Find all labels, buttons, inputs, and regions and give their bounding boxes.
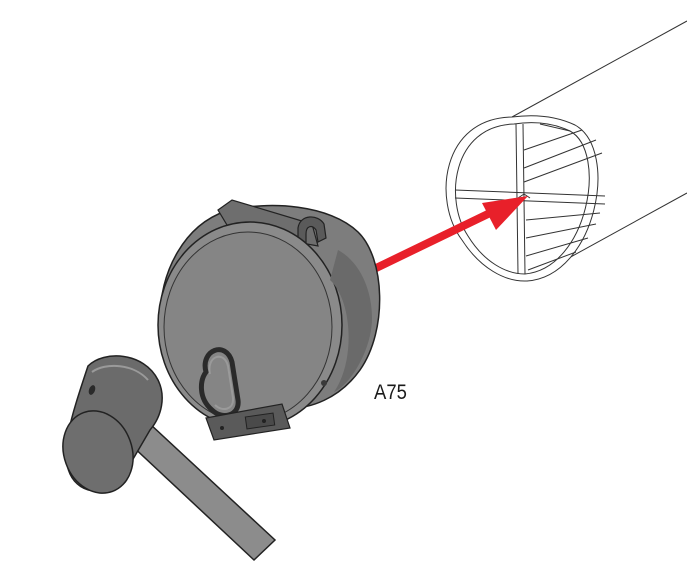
part-code-label: A75 bbox=[374, 381, 407, 404]
mallet-icon bbox=[62, 355, 277, 562]
roller-tube-icon bbox=[445, 20, 687, 282]
end-cap-icon bbox=[157, 199, 381, 441]
insert-arrow-icon bbox=[370, 196, 528, 274]
